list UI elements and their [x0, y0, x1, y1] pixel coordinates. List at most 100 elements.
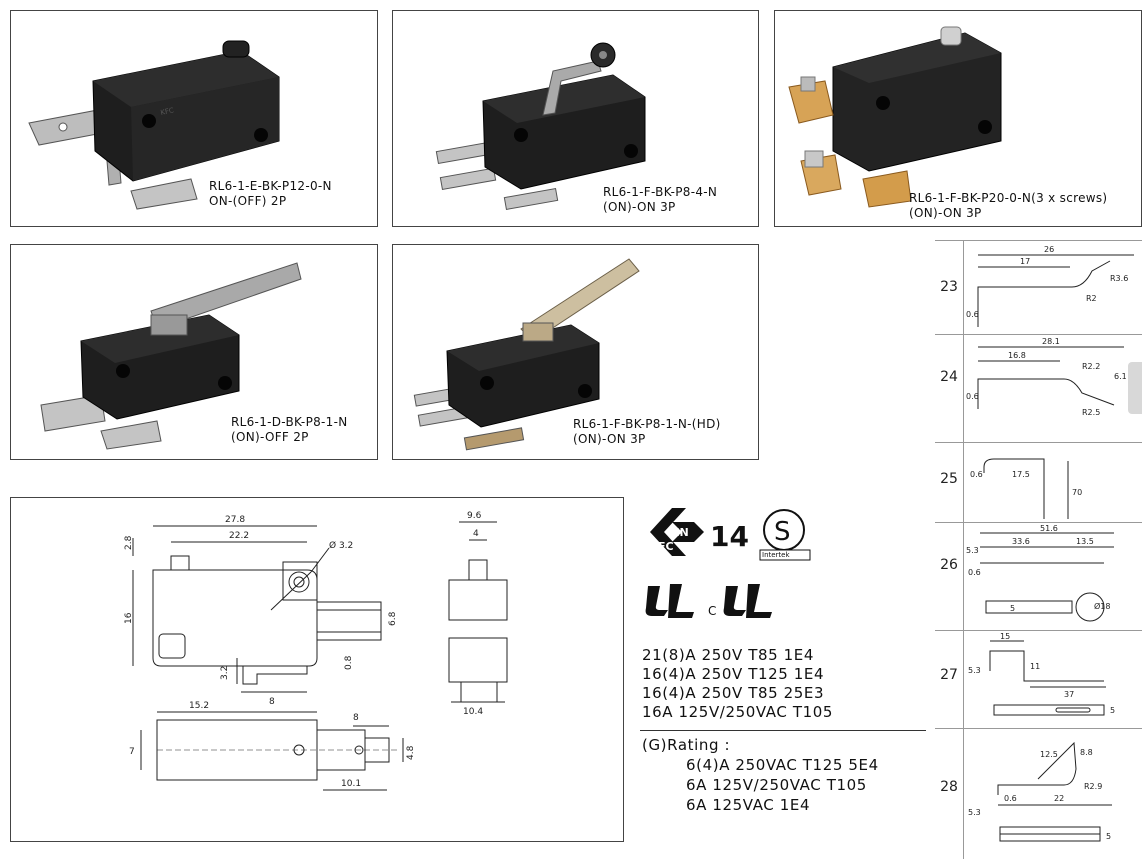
dim-label: 17 — [1020, 257, 1030, 266]
lever-row-28: 28 12.5 8.8 R2.9 22 0.6 5.3 5 — [935, 728, 1142, 859]
intertek-label: Intertek — [762, 551, 790, 559]
microswitch-long-lever-photo — [40, 262, 302, 450]
dim-label: 12.5 — [1040, 750, 1058, 759]
product-contact-type: ON-(OFF) 2P — [209, 194, 287, 208]
g-rating-line: 6A 125V/250VAC T105 — [686, 776, 867, 794]
dim-label: 8.8 — [1080, 748, 1093, 757]
dim-label: 6.8 — [388, 611, 398, 626]
dim-label: 0.8 — [344, 655, 354, 670]
dim-label: 5.3 — [968, 808, 981, 817]
product-model: RL6-1-F-BK-P8-4-N — [603, 185, 718, 199]
dim-label: 4 — [473, 529, 479, 539]
product-caption-1: RL6-1-E-BK-P12-0-N ON-(OFF) 2P — [209, 179, 332, 209]
dim-label: 10.1 — [341, 779, 361, 789]
dim-label: 4.8 — [406, 745, 416, 760]
dim-label: 6.1 — [1114, 372, 1127, 381]
rating-line: 16A 125V/250VAC T105 — [642, 703, 834, 721]
lever-number: 24 — [940, 369, 958, 385]
dim-label: R2.9 — [1084, 782, 1102, 791]
enec-mark-icon: EN EC — [650, 508, 704, 556]
dim-label: R2 — [1086, 294, 1097, 303]
lever-row-27: 27 15 11 5.3 37 5 — [935, 630, 1142, 728]
dim-label: 0.6 — [1004, 794, 1017, 803]
drawing-dimension-labels: 27.8 22.2 2.8 Ø 3.2 16 6.8 0.8 3.2 8 9.6… — [124, 511, 483, 789]
product-contact-type: (ON)-ON 3P — [573, 432, 646, 446]
dim-label: Ø 3.2 — [329, 540, 353, 551]
rating-line: 16(4)A 250V T125 1E4 — [642, 665, 825, 683]
product-contact-type: (ON)-ON 3P — [909, 206, 982, 220]
switch-dimension-drawing: 27.8 22.2 2.8 Ø 3.2 16 6.8 0.8 3.2 8 9.6… — [124, 511, 508, 791]
enec-number: 14 — [710, 520, 749, 553]
svg-text:KFC: KFC — [160, 106, 175, 117]
ul-recognized-mark-icon — [645, 584, 694, 618]
dim-label: 28.1 — [1042, 337, 1060, 346]
certifications-ratings-block: EN EC 14 S Intertek C 21(8)A 250V T85 1E… — [640, 500, 930, 850]
lever-26-drawing: 51.6 33.6 13.5 5.3 0.6 5 Ø18 — [966, 524, 1114, 622]
lever-row-23: 23 26 17 R3.6 R2 0.6 — [935, 240, 1142, 334]
product-contact-type: (ON)-ON 3P — [603, 200, 676, 214]
dim-label: 70 — [1072, 488, 1082, 497]
dim-label: 22 — [1054, 794, 1064, 803]
dim-label: 11 — [1030, 662, 1040, 671]
dim-label: 5.3 — [968, 666, 981, 675]
lever-row-25: 25 0.6 17.5 70 — [935, 442, 1142, 522]
dim-label: 22.2 — [229, 531, 249, 541]
dim-label: 51.6 — [1040, 524, 1058, 533]
dim-label: 9.6 — [467, 511, 482, 521]
dim-label: Ø18 — [1094, 601, 1110, 611]
dim-label: 0.6 — [968, 568, 981, 577]
dim-label: 33.6 — [1012, 537, 1030, 546]
dim-label: 27.8 — [225, 515, 245, 525]
dim-label: 26 — [1044, 245, 1054, 254]
dim-label: 0.6 — [970, 470, 983, 479]
product-caption-2: RL6-1-F-BK-P8-4-N (ON)-ON 3P — [603, 185, 717, 215]
dim-label: 5.3 — [966, 546, 979, 555]
product-model: RL6-1-D-BK-P8-1-N — [231, 415, 348, 429]
dim-label: 8 — [353, 713, 359, 723]
svg-text:EN: EN — [672, 526, 689, 539]
lever-number: 28 — [940, 779, 958, 795]
dim-label: 13.5 — [1076, 537, 1094, 546]
lever-25-drawing: 0.6 17.5 70 — [970, 458, 1082, 519]
side-scroll-tab[interactable] — [1128, 362, 1142, 414]
dim-label: 0.6 — [966, 392, 979, 401]
product-caption-5: RL6-1-F-BK-P8-1-N-(HD) (ON)-ON 3P — [573, 417, 721, 447]
product-contact-type: (ON)-OFF 2P — [231, 430, 309, 444]
dim-label: 5 — [1106, 832, 1111, 841]
product-model: RL6-1-F-BK-P8-1-N-(HD) — [573, 417, 721, 431]
product-model: RL6-1-E-BK-P12-0-N — [209, 179, 332, 193]
dim-label: R2.2 — [1082, 362, 1100, 371]
microswitch-photo: KFC — [28, 40, 280, 210]
dim-label: 3.2 — [220, 666, 230, 680]
svg-text:S: S — [774, 517, 791, 547]
dim-label: 16.8 — [1008, 351, 1026, 360]
g-rating-line: 6A 125VAC 1E4 — [686, 796, 811, 814]
lever-24-drawing: 28.1 16.8 R2.2 6.1 R2.5 0.6 — [966, 337, 1127, 417]
lever-number: 27 — [940, 667, 958, 683]
microswitch-roller-photo — [435, 42, 646, 211]
product-panel-4: RL6-1-D-BK-P8-1-N (ON)-OFF 2P — [10, 244, 378, 460]
dim-label: 7 — [129, 747, 135, 757]
dim-label: 37 — [1064, 690, 1074, 699]
dim-label: 8 — [269, 697, 275, 707]
lever-number: 25 — [940, 471, 958, 487]
dim-label: 5 — [1110, 706, 1115, 715]
dim-label: R3.6 — [1110, 274, 1128, 283]
ul-c-label: C — [708, 604, 717, 618]
intertek-s-mark-icon: S — [759, 509, 811, 561]
product-panel-1: KFC RL6-1-E-BK-P12-0-N ON-(OFF) 2P — [10, 10, 378, 227]
dim-label: 10.4 — [463, 707, 483, 717]
product-caption-4: RL6-1-D-BK-P8-1-N (ON)-OFF 2P — [231, 415, 348, 445]
dim-label: 15 — [1000, 632, 1010, 641]
dim-label: R2.5 — [1082, 408, 1100, 417]
dim-label: 2.8 — [124, 535, 134, 550]
lever-types-column: 23 26 17 R3.6 R2 0.6 24 28.1 16.8 R2 — [935, 240, 1142, 859]
product-panel-3: RL6-1-F-BK-P20-0-N(3 x screws) (ON)-ON 3… — [774, 10, 1142, 227]
svg-text:EC: EC — [658, 540, 674, 553]
dim-label: 15.2 — [189, 701, 209, 711]
g-rating-line: 6(4)A 250VAC T125 5E4 — [686, 756, 879, 774]
dim-label: 16 — [124, 612, 134, 624]
lever-number: 26 — [940, 557, 958, 573]
dim-label: 17.5 — [1012, 470, 1030, 479]
product-model: RL6-1-F-BK-P20-0-N(3 x screws) — [909, 191, 1108, 205]
